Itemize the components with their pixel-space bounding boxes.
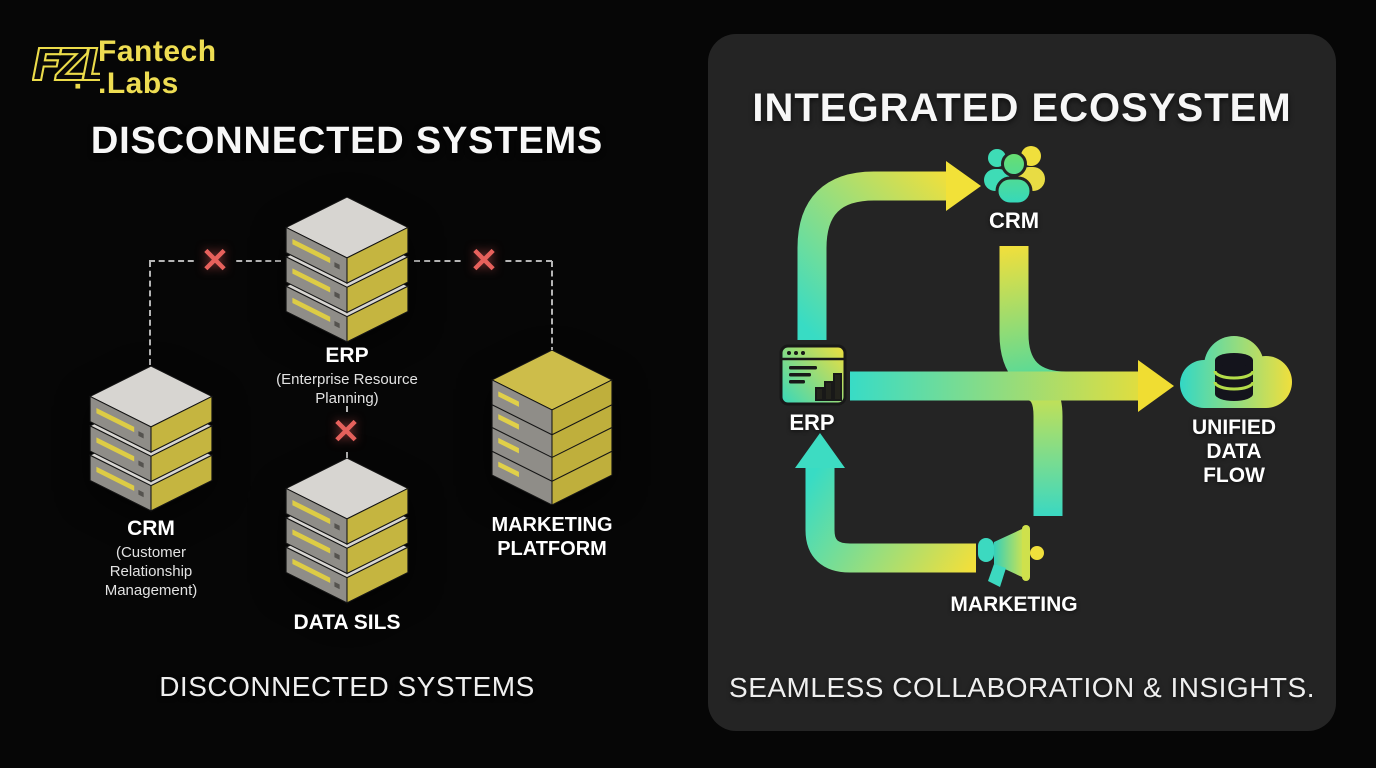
- dashed-link-marketing-vertical: [551, 261, 553, 353]
- marketing-server-stack-icon: [490, 350, 614, 505]
- marketing-platform-label: MARKETING PLATFORM: [491, 514, 613, 560]
- unified-data-flow-label: UNIFIED DATA FLOW: [1192, 416, 1276, 487]
- data-silos-label: DATA SILS: [293, 611, 401, 634]
- dashed-link-crm-vertical: [149, 261, 151, 365]
- megaphone-icon: [978, 525, 1044, 587]
- brand-line2: .Labs: [98, 67, 179, 100]
- broken-link-x-icon: ✕: [195, 241, 235, 281]
- marketing-flow-label: MARKETING: [950, 593, 1078, 616]
- arrowhead-right-icon: [946, 161, 981, 211]
- left-caption: DISCONNECTED SYSTEMS: [159, 671, 535, 702]
- flow-crm-to-unified: [999, 246, 1080, 401]
- arrowhead-up-icon: [795, 433, 845, 468]
- erp-label: ERP: [325, 344, 369, 367]
- erp-server-stack-icon: [284, 197, 410, 344]
- logo-monogram: FZL: [32, 41, 100, 91]
- integration-flow-arrows: [779, 146, 1292, 587]
- flow-marketing-to-erp: [805, 468, 976, 573]
- flow-main-to-marketing: [1026, 371, 1063, 516]
- right-caption: SEAMLESS COLLABORATION & INSIGHTS.: [729, 672, 1315, 703]
- broken-link-x-icon: ✕: [326, 412, 366, 452]
- browser-chart-icon: [779, 344, 847, 406]
- crm-node-label-group: CRM (Customer Relationship Management): [91, 517, 211, 600]
- cloud-database-icon: [1180, 336, 1292, 408]
- erp-flow-label: ERP: [789, 410, 835, 435]
- crm-flow-label: CRM: [988, 208, 1040, 233]
- arrowhead-right-icon: [1138, 360, 1174, 412]
- left-title: DISCONNECTED SYSTEMS: [90, 120, 604, 162]
- broken-link-x-icon: ✕: [464, 241, 504, 281]
- fantech-labs-logo-icon: FZL: [32, 40, 100, 92]
- flow-erp-to-crm: [797, 171, 946, 340]
- crm-sublabel: (Customer Relationship Management): [104, 544, 198, 599]
- right-title: INTEGRATED ECOSYSTEM: [752, 86, 1292, 130]
- erp-sublabel: (Enterprise Resource Planning): [276, 371, 418, 407]
- brand-line1: Fantech: [98, 35, 217, 68]
- crm-label: CRM: [127, 517, 175, 540]
- people-group-icon: [984, 146, 1045, 206]
- crm-server-stack-icon: [88, 366, 214, 513]
- erp-node-label-group: ERP (Enterprise Resource Planning): [267, 344, 427, 408]
- data-silos-server-stack-icon: [284, 458, 410, 605]
- integrated-ecosystem-panel: INTEGRATED ECOSYSTEM: [708, 34, 1336, 731]
- brand-wordmark: Fantech .Labs: [98, 36, 217, 100]
